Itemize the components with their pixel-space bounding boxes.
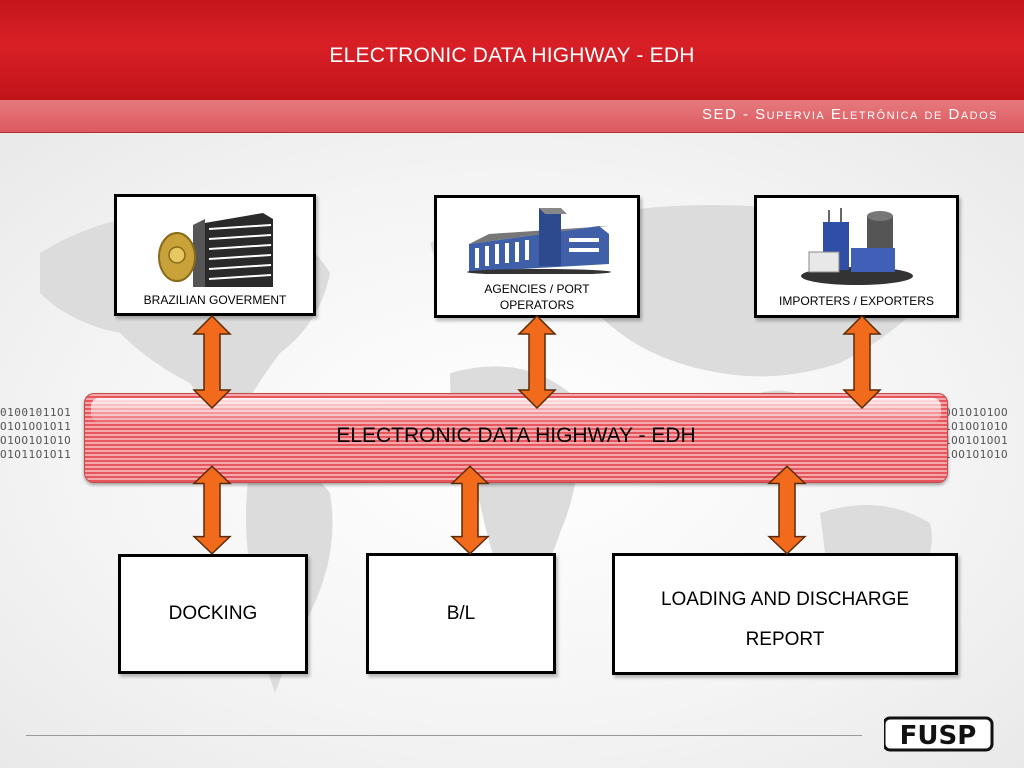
node-label-importers-exporters: IMPORTERS / EXPORTERS bbox=[779, 294, 934, 308]
node-label-brazilian-government: BRAZILIAN GOVERMENT bbox=[143, 293, 287, 307]
arrow-highway-bl bbox=[451, 465, 489, 555]
port-operator-building-icon bbox=[467, 208, 611, 274]
subheader-bar: SED - Supervia Eletrônica de Dados bbox=[0, 100, 1024, 133]
industrial-plant-icon bbox=[801, 208, 913, 285]
arrow-importers-highway bbox=[843, 315, 881, 409]
binary-pattern-left: 01001011O1 O1O1OO1O11 O1OO1O1O1O O1O11O1… bbox=[0, 406, 72, 461]
node-label-loading-line1: LOADING AND DISCHARGE bbox=[660, 589, 910, 610]
node-agencies-port-operators: AGENCIES / PORT OPERATORS bbox=[434, 195, 640, 318]
subheader-text: SED - Supervia Eletrônica de Dados bbox=[701, 106, 998, 123]
header-bar: ELECTRONIC DATA HIGHWAY - EDH bbox=[0, 0, 1024, 100]
node-label-docking: DOCKING bbox=[168, 603, 258, 624]
node-bl: B/L bbox=[366, 553, 556, 674]
node-label-loading-line2: REPORT bbox=[745, 629, 825, 650]
government-building-badge-icon bbox=[158, 213, 273, 287]
data-highway-bar: ELECTRONIC DATA HIGHWAY - EDH bbox=[84, 393, 948, 483]
node-label-agencies-line1: AGENCIES / PORT bbox=[484, 282, 590, 296]
fusp-logo: FUSP bbox=[884, 716, 994, 752]
node-label-agencies-line2: OPERATORS bbox=[499, 298, 575, 312]
binary-pattern-right: OO1O1O1OO 1O1OO1O1O 1OO1O1OO1 1OO1O1O1O bbox=[944, 406, 1009, 461]
node-label-bl: B/L bbox=[446, 603, 476, 624]
node-brazilian-government: BRAZILIAN GOVERMENT bbox=[114, 194, 316, 316]
arrow-highway-docking bbox=[193, 465, 231, 555]
arrow-agencies-highway bbox=[518, 315, 556, 409]
node-importers-exporters: IMPORTERS / EXPORTERS bbox=[754, 195, 959, 318]
page-title: ELECTRONIC DATA HIGHWAY - EDH bbox=[329, 44, 695, 67]
fusp-logo-text: FUSP bbox=[900, 721, 977, 751]
footer-divider bbox=[26, 735, 862, 736]
highway-label: ELECTRONIC DATA HIGHWAY - EDH bbox=[336, 424, 696, 447]
node-loading-discharge-report: LOADING AND DISCHARGE REPORT bbox=[612, 553, 958, 675]
arrow-highway-loading bbox=[768, 465, 806, 555]
arrow-government-highway bbox=[193, 315, 231, 409]
node-docking: DOCKING bbox=[118, 554, 308, 674]
